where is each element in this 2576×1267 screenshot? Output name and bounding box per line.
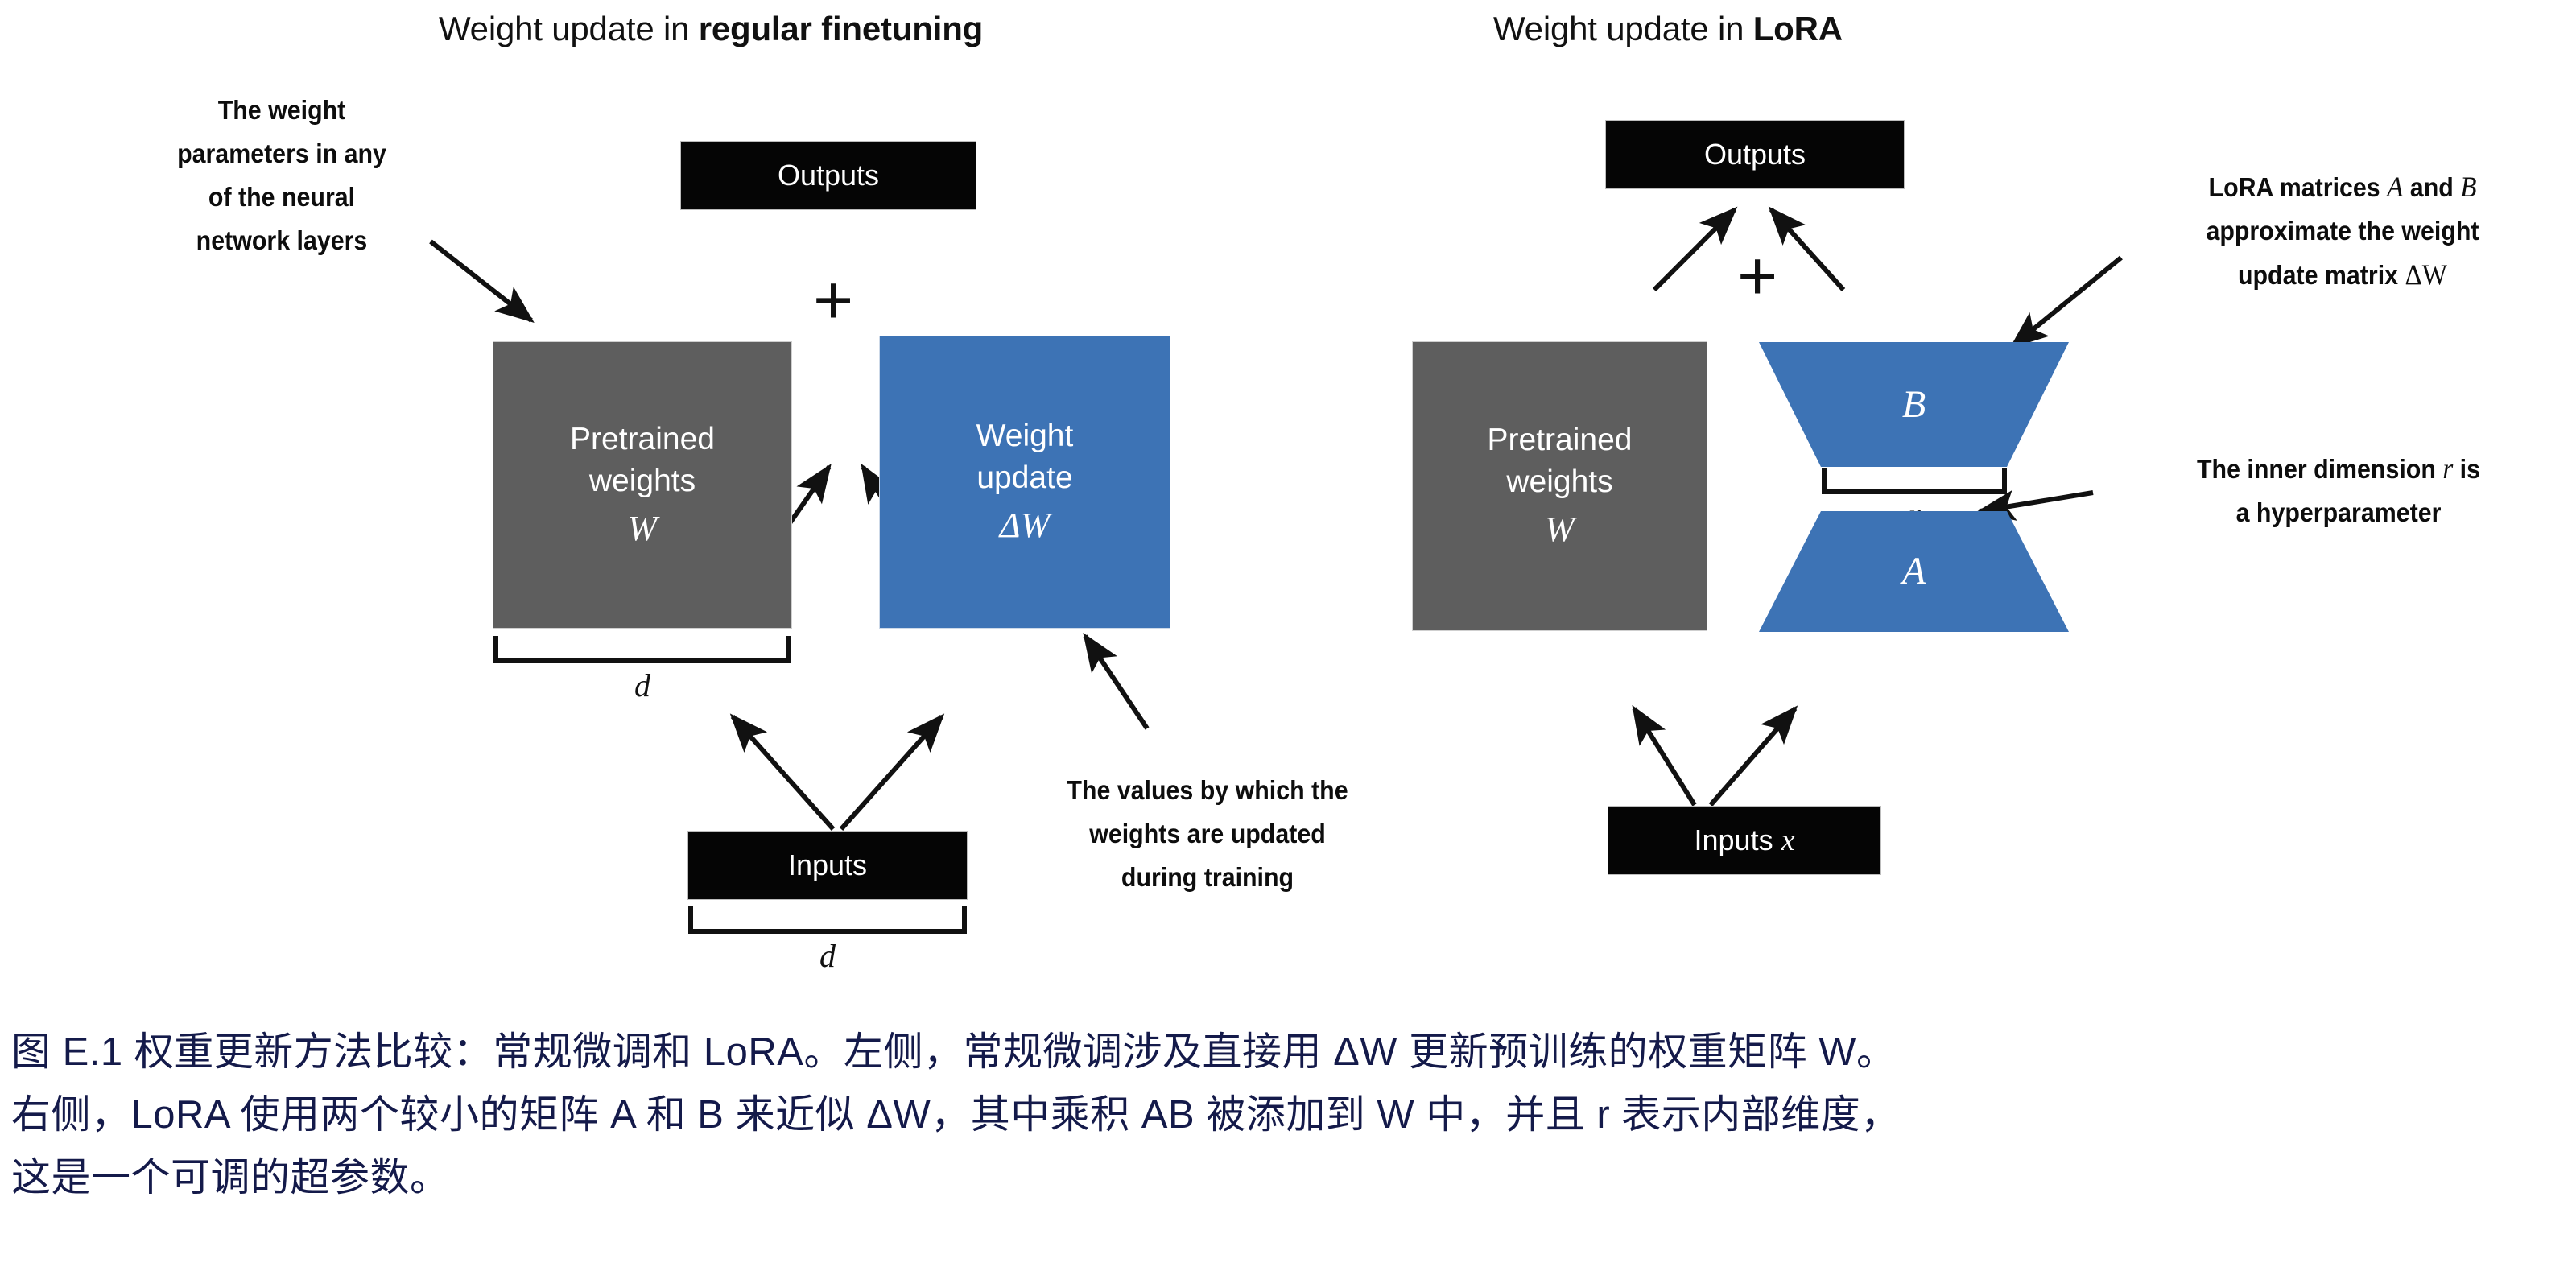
left-outputs-label: Outputs — [777, 159, 880, 192]
arrow-inputs-to-weights — [729, 713, 836, 831]
left-pretrained-line-2: weights — [588, 463, 696, 498]
right-lora-note-line-3-b: ΔW — [2405, 258, 2448, 291]
left-values-note-line-2: weights are updated — [1089, 819, 1326, 848]
right-pretrained-weights-box[interactable]: Pretrained weights W — [1413, 342, 1707, 630]
arrow-lora-note-to-b — [2009, 255, 2123, 349]
left-outputs-box[interactable]: Outputs — [681, 142, 976, 209]
left-inputs-box[interactable]: Inputs — [688, 832, 967, 899]
left-annotation-line-2: parameters in any — [177, 138, 386, 168]
right-innerdim-note-line-1-c: is — [2453, 454, 2480, 484]
right-innerdim-note-line-1: The inner dimension r is — [2131, 447, 2545, 491]
left-plus-glyph: + — [813, 262, 854, 339]
right-pretrained-line-1: Pretrained — [1487, 423, 1633, 457]
right-lora-note-line-1: LoRA matrices A and B — [2135, 165, 2549, 209]
right-plus-icon: + — [1737, 241, 1777, 311]
right-annotation-inner-dimension: The inner dimension r is a hyperparamete… — [2113, 447, 2564, 534]
arrow-inputs-to-update — [839, 713, 945, 831]
right-panel-title-prefix: Weight update in — [1493, 10, 1753, 47]
arrow-r-inputs-to-weights — [1632, 704, 1697, 807]
right-lora-note-line-2: approximate the weight — [2206, 216, 2479, 246]
left-values-note-line-3: during training — [1121, 862, 1294, 892]
right-innerdim-note-line-1-a: The inner dimension — [2197, 454, 2443, 484]
left-panel-title-prefix: Weight update in — [439, 10, 699, 47]
right-inputs-math-x: x — [1781, 823, 1795, 857]
left-pretrained-line-1: Pretrained — [570, 421, 715, 456]
left-annotation-values-updated: The values by which the weights are upda… — [1002, 769, 1413, 899]
arrow-r-weights-to-outputs — [1652, 206, 1738, 292]
left-dimension-label-inputs: d — [819, 938, 836, 974]
right-outputs-label: Outputs — [1703, 138, 1806, 171]
right-panel-title-emphasis: LoRA — [1752, 10, 1843, 47]
right-pretrained-line-2: weights — [1506, 464, 1613, 499]
right-outputs-box[interactable]: Outputs — [1606, 121, 1904, 188]
left-update-math-deltaw: ΔW — [999, 506, 1051, 545]
right-inputs-label: Inputs — [1694, 823, 1773, 856]
inner-dimension-bracket — [1822, 468, 2007, 494]
lora-matrix-b-label: B — [1901, 382, 1926, 426]
right-plus-glyph: + — [1737, 237, 1778, 315]
figure-caption: 图 E.1 权重更新方法比较：常规微调和 LoRA。左侧，常规微调涉及直接用 Δ… — [11, 1021, 2576, 1209]
right-lora-note-line-1-b: A — [2387, 171, 2404, 203]
left-annotation-line-1: The weight — [217, 95, 346, 125]
right-pretrained-math-w: W — [1545, 510, 1575, 549]
lora-matrix-a-trapezoid[interactable]: A — [1759, 511, 2069, 632]
arrow-values-note-to-update — [1083, 633, 1150, 730]
left-update-line-2: update — [976, 460, 1073, 495]
right-panel-title: Weight update in LoRA — [1493, 10, 1843, 48]
caption-line-2: 右侧，LoRA 使用两个较小的矩阵 A 和 B 来近似 ΔW，其中乘积 AB 被… — [11, 1093, 1901, 1137]
right-lora-note-line-1-d: B — [2460, 171, 2477, 203]
lora-matrix-a-label: A — [1901, 550, 1926, 592]
right-lora-note-line-1-c: and — [2403, 172, 2461, 202]
caption-line-1: 图 E.1 权重更新方法比较：常规微调和 LoRA。左侧，常规微调涉及直接用 Δ… — [11, 1030, 1897, 1074]
right-innerdim-note-line-1-b: r — [2442, 452, 2454, 485]
left-annotation-line-3: of the neural — [208, 182, 356, 212]
arrow-r-b-to-outputs — [1768, 206, 1846, 292]
left-dimension-bracket-weights — [493, 636, 791, 663]
left-panel-title: Weight update in regular finetuning — [439, 10, 983, 48]
left-inputs-label: Inputs — [787, 848, 868, 881]
lora-matrix-b-trapezoid[interactable]: B — [1759, 342, 2069, 467]
left-pretrained-math-w: W — [627, 508, 658, 548]
right-annotation-lora-matrices: LoRA matrices A and B approximate the we… — [2117, 165, 2568, 297]
left-pretrained-weights-box[interactable]: Pretrained weights W — [493, 342, 791, 628]
left-dimension-bracket-inputs — [688, 906, 967, 934]
left-panel-title-emphasis: regular finetuning — [698, 10, 984, 47]
left-update-line-1: Weight — [976, 419, 1074, 453]
left-values-note-line-1: The values by which the — [1067, 775, 1348, 805]
left-plus-icon: + — [813, 266, 853, 335]
left-weight-update-box[interactable]: Weight update ΔW — [880, 336, 1170, 628]
right-lora-note-line-1-a: LoRA matrices — [2208, 172, 2388, 202]
right-lora-note-line-3-a: update matrix — [2237, 260, 2405, 290]
right-lora-note-line-3: update matrix ΔW — [2135, 253, 2549, 297]
right-innerdim-note-line-2: a hyperparameter — [2235, 497, 2442, 527]
left-annotation-line-4: network layers — [196, 225, 368, 255]
caption-line-3: 这是一个可调的超参数。 — [11, 1156, 450, 1199]
left-annotation-weight-params: The weight parameters in any of the neur… — [113, 89, 451, 262]
arrow-r-inputs-to-a — [1708, 705, 1798, 807]
left-dimension-label-weights: d — [634, 667, 650, 704]
